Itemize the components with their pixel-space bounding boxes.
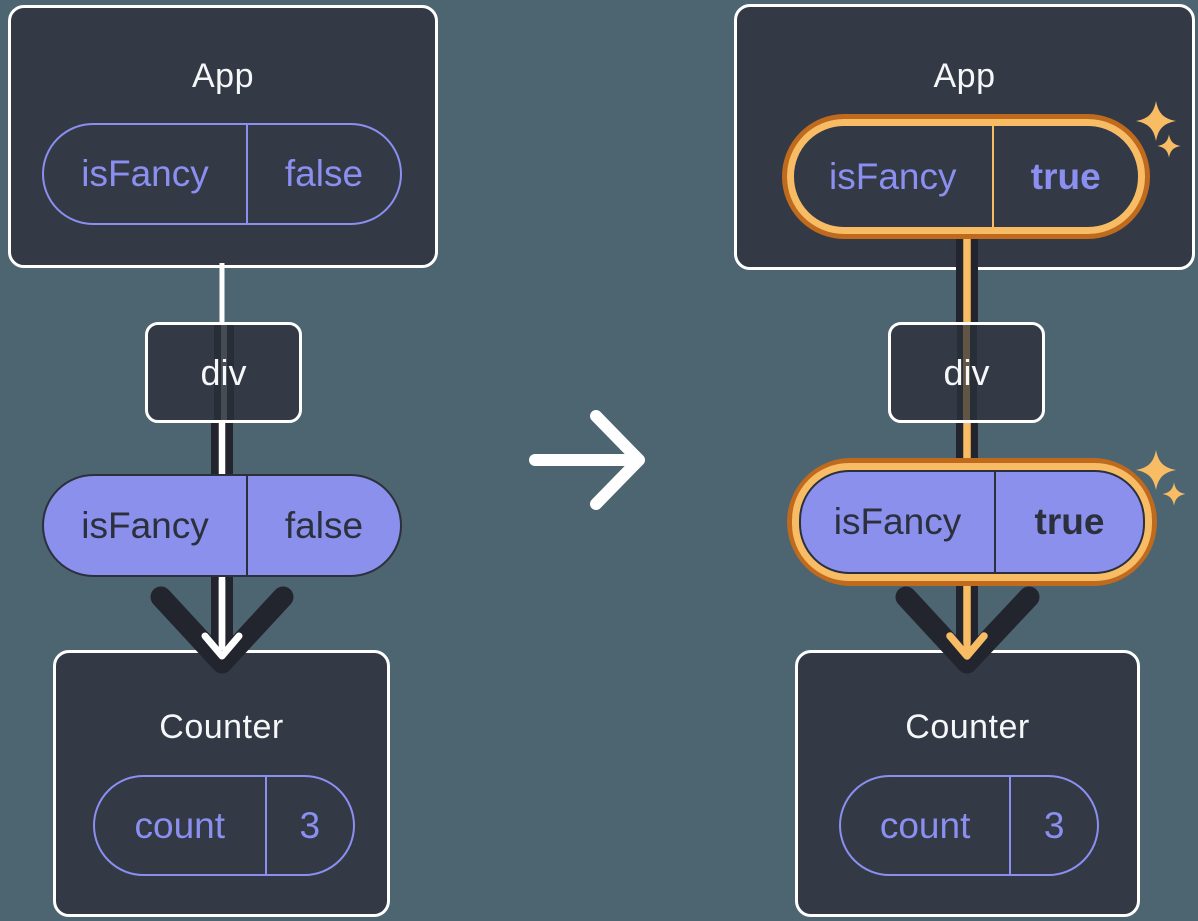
state-value: 3 (1043, 804, 1065, 846)
state-name: count (841, 777, 1012, 874)
before-app-title: App (192, 57, 254, 95)
before-app-prop-pill: isFancy false (42, 123, 402, 225)
before-div-label: div (200, 351, 247, 393)
right-arrow-icon (529, 410, 645, 510)
prop-value: true (1030, 155, 1101, 197)
before-counter-panel: Counter count 3 (53, 650, 390, 917)
prop-name: isFancy (44, 125, 248, 223)
prop-value: false (284, 504, 364, 546)
before-div-node: div (145, 322, 302, 423)
sparkle-icon (1162, 482, 1186, 506)
after-app-title: App (933, 57, 996, 95)
before-counter-title: Counter (159, 708, 284, 746)
prop-name: isFancy (44, 476, 248, 575)
after-counter-state-pill: count 3 (839, 775, 1099, 876)
prop-name: isFancy (794, 126, 994, 227)
after-counter-panel: Counter count 3 (795, 650, 1140, 917)
before-counter-state-pill: count 3 (93, 775, 355, 876)
state-value: 3 (299, 804, 321, 846)
prop-value: true (1034, 501, 1105, 542)
state-name: count (95, 777, 267, 874)
before-passed-prop-pill: isFancy false (42, 474, 402, 577)
prop-name: isFancy (801, 472, 996, 572)
highlight-ring: isFancy true (787, 119, 1145, 234)
prop-value: false (284, 153, 364, 194)
after-app-prop-pill-highlighted: isFancy true (782, 114, 1150, 239)
after-div-label: div (943, 351, 990, 393)
after-div-node: div (888, 322, 1045, 423)
highlight-ring: isFancy true (792, 463, 1152, 581)
after-counter-title: Counter (905, 708, 1030, 746)
after-passed-prop-pill-highlighted: isFancy true (787, 458, 1157, 586)
